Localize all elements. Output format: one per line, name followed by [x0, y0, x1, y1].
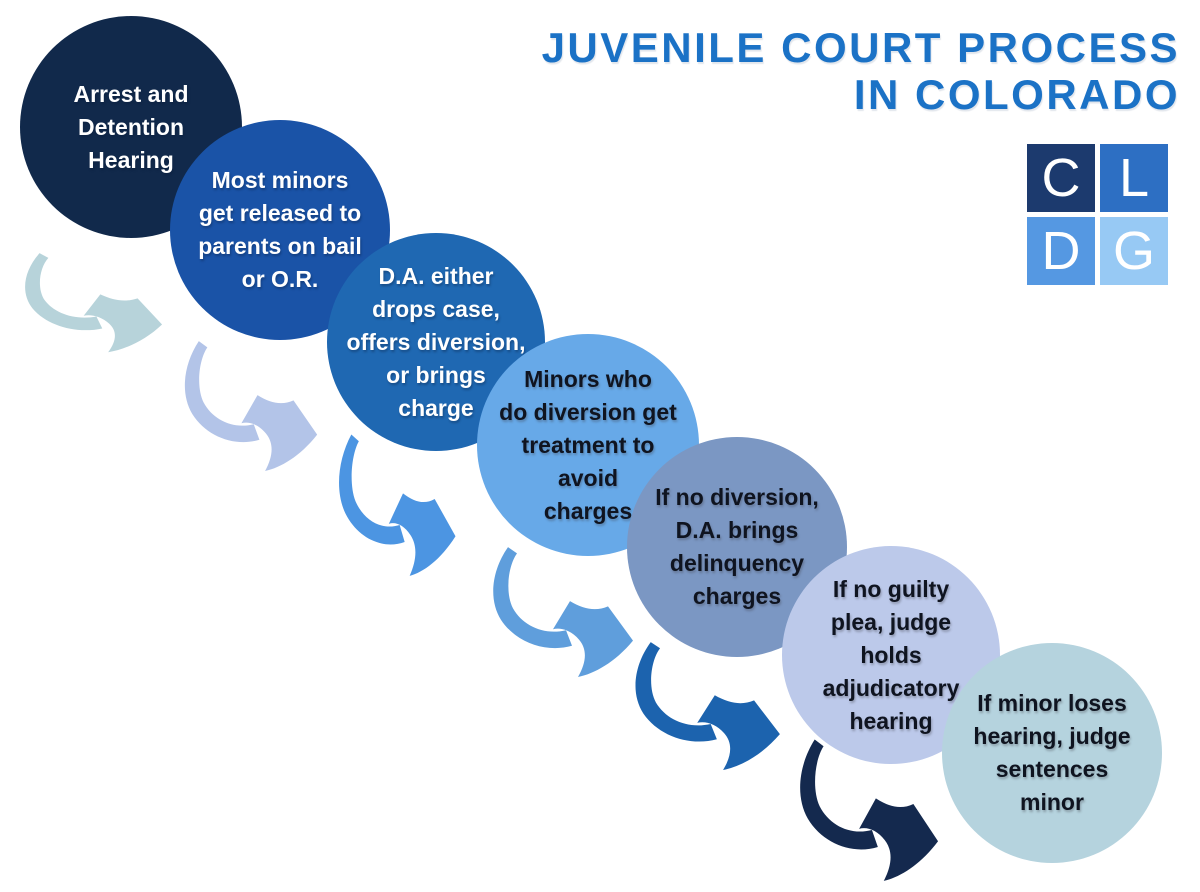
process-step-4-text-line: charges — [543, 497, 633, 524]
process-step-2-text-line: get released to — [198, 200, 362, 226]
process-step-1-text-line: Hearing — [88, 146, 174, 173]
process-step-6-text-line: hearing — [849, 707, 933, 734]
process-step-3-text-line: or brings — [386, 361, 486, 388]
process-step-4-text-line: do diversion get — [499, 398, 677, 425]
process-step-4-text-line: avoid — [557, 464, 619, 491]
logo-letter: G — [1112, 221, 1155, 281]
process-step-2-text-line: parents on bail — [198, 233, 362, 259]
process-step-3-text-line: offers diversion, — [346, 328, 526, 355]
process-step-1-text-line: Detention — [77, 113, 185, 140]
process-step-5-text-line: delinquency — [669, 550, 805, 576]
process-step-6-text-line: holds — [860, 641, 922, 668]
process-step-2-text-line: Most minors — [211, 167, 349, 193]
process-step-4-text-line: Minors who — [524, 365, 652, 392]
process-step-3-text-line: drops case, — [372, 295, 500, 322]
logo-square-g: G — [1100, 217, 1168, 285]
flow-arrow-step3-to-step4 — [339, 434, 456, 576]
process-step-2-text-line: or O.R. — [241, 266, 319, 292]
process-step-5: If no diversion, D.A. brings delinquency ch… — [627, 437, 847, 657]
logo-square-l: L — [1100, 144, 1168, 212]
page-title-line1: JUVENILE COURT PROCESS — [541, 24, 1180, 71]
process-step-6-text-line: adjudicatory — [822, 674, 960, 701]
process-step-7-text-line: minor — [1020, 789, 1084, 815]
logo-letter: C — [1041, 148, 1081, 208]
process-step-1-text-line: Arrest and — [73, 80, 189, 107]
flow-arrow-step2-to-step3 — [184, 341, 318, 471]
process-step-5-text-line: charges — [692, 583, 782, 609]
logo-square-c: C — [1027, 144, 1095, 212]
process-step-3-text-line: charge — [398, 394, 474, 421]
logo-letter: L — [1118, 148, 1150, 208]
process-step-7-text-line: sentences — [995, 756, 1109, 782]
flow-arrow-step6-to-step7 — [800, 739, 939, 881]
process-step-7-text-line: If minor loses — [977, 690, 1127, 716]
process-step-4-text-line: treatment to — [521, 431, 655, 458]
logo-letter: D — [1041, 221, 1081, 281]
process-step-3: D.A. either drops case, offers diversion, o… — [327, 233, 545, 451]
flow-arrow-step1-to-step2 — [25, 253, 163, 353]
process-step-3-text-line: D.A. either — [378, 262, 494, 289]
page-title: JUVENILE COURT PROCESS IN COLORADO — [542, 24, 1180, 118]
process-step-5-text-line: If no diversion, — [655, 484, 819, 510]
process-step-6-text-line: plea, judge — [830, 608, 952, 635]
process-step-5-text-line: D.A. brings — [675, 517, 799, 543]
process-step-7: If minor loses hearing, judge sentences min… — [942, 643, 1162, 863]
logo-square-d: D — [1027, 217, 1095, 285]
process-step-7-text-line: hearing, judge — [973, 723, 1131, 749]
flow-arrow-step4-to-step5 — [493, 547, 633, 677]
page-title-line2: IN COLORADO — [853, 71, 1180, 118]
process-step-6-text-line: If no guilty — [832, 575, 950, 602]
flow-arrow-step5-to-step6 — [635, 642, 780, 770]
